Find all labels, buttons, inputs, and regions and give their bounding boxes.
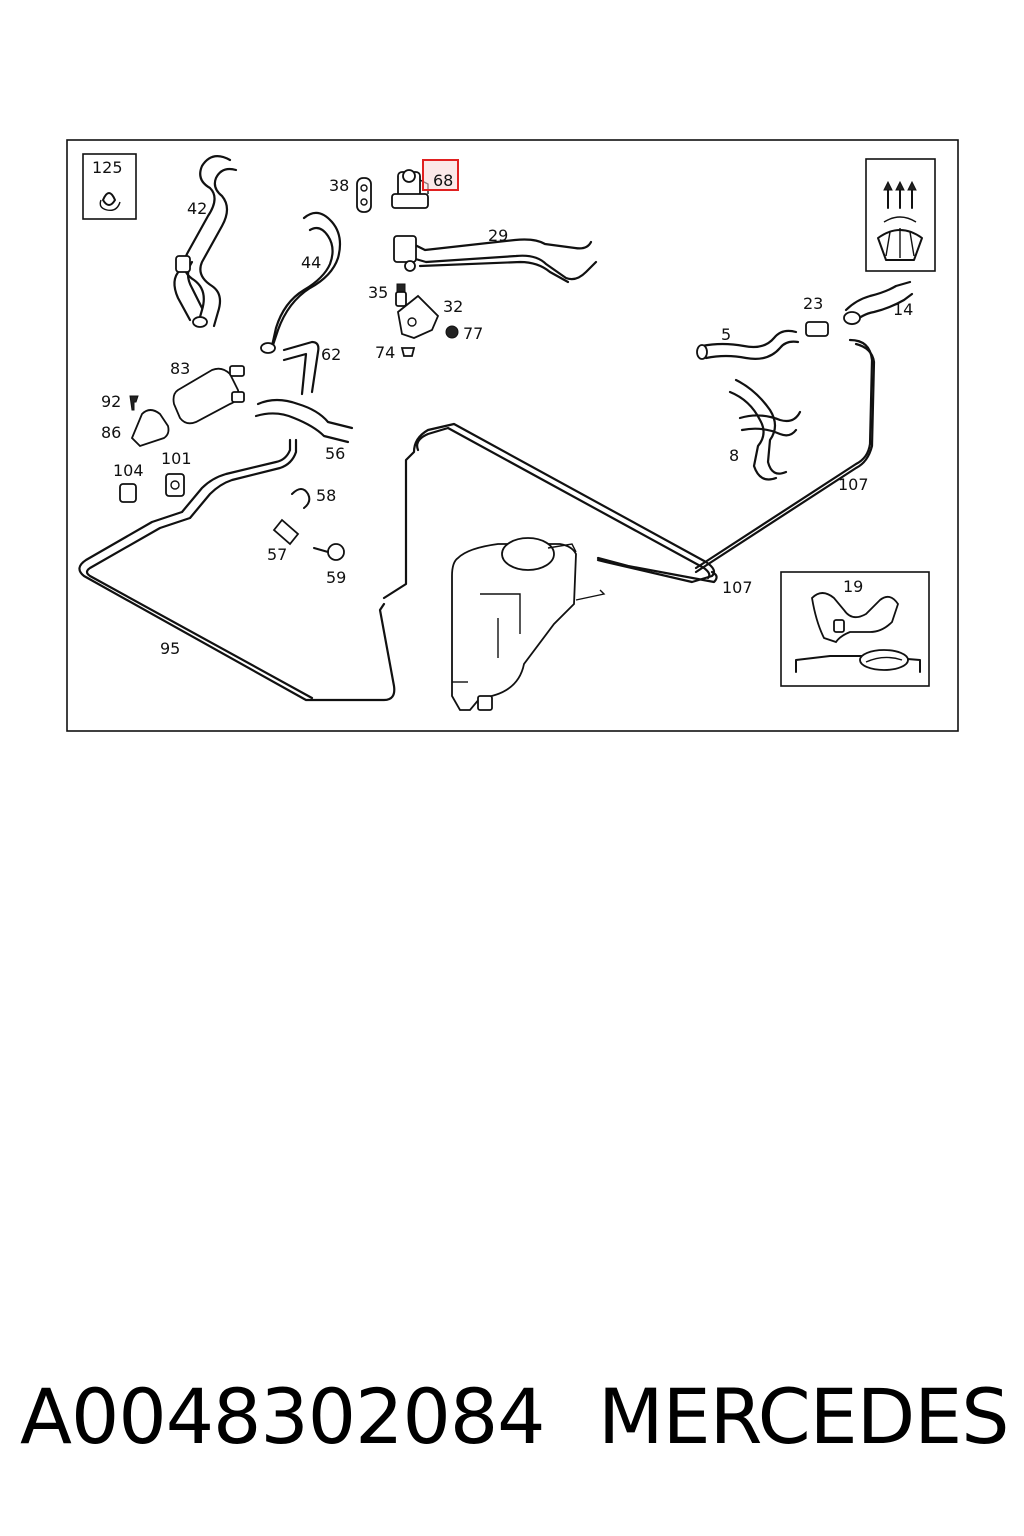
label-58: 58 (316, 486, 336, 505)
part-57-bracket: 57 (267, 518, 300, 564)
part-83-pump: 83 (170, 359, 245, 425)
label-8: 8 (729, 446, 739, 465)
highlight-68 (422, 159, 459, 191)
part-29-pipe: 29 (393, 226, 598, 284)
brand-name: MERCEDES (598, 1372, 1009, 1461)
central-line (382, 422, 716, 600)
part-62-hose: 62 (282, 340, 341, 396)
label-57: 57 (267, 545, 287, 564)
part-104-clip: 104 (113, 461, 144, 503)
label-59: 59 (326, 568, 346, 587)
part-58-clip: 58 (291, 486, 336, 509)
part-74-grommet: 74 (375, 343, 416, 362)
part-77-nut: 77 (445, 324, 483, 343)
caption: A0048302084 MERCEDES (20, 1372, 1010, 1472)
label-14: 14 (893, 300, 913, 319)
part-number: A0048302084 (20, 1372, 546, 1461)
part-42-hose: 42 (173, 155, 238, 328)
part-19-inset: 19 (780, 571, 930, 687)
label-29: 29 (488, 226, 508, 245)
part-23-connector: 23 (803, 294, 829, 337)
label-86: 86 (101, 423, 121, 442)
part-86-bracket: 86 (101, 409, 170, 448)
part-92-screw: 92 (101, 392, 139, 411)
coolant-reservoir (451, 537, 606, 711)
label-104: 104 (113, 461, 144, 480)
part-125-inset: 125 (82, 153, 137, 220)
defrost-icon-box (865, 158, 936, 272)
windshield-defrost-icon (877, 216, 923, 261)
label-19: 19 (843, 577, 863, 596)
label-62: 62 (321, 345, 341, 364)
label-42: 42 (187, 199, 207, 218)
label-125: 125 (92, 158, 123, 177)
label-5: 5 (721, 325, 731, 344)
part-56-hose: 56 (254, 398, 354, 463)
label-107-upper: 107 (838, 475, 869, 494)
label-83: 83 (170, 359, 190, 378)
label-38: 38 (329, 176, 349, 195)
part-101-clip: 101 (161, 449, 192, 497)
label-74: 74 (375, 343, 395, 362)
part-35-sensor: 35 (368, 283, 407, 307)
label-92: 92 (101, 392, 121, 411)
part-5-hose: 5 (696, 325, 800, 360)
label-95: 95 (160, 639, 180, 658)
part-14-hose: 14 (843, 280, 913, 326)
part-59-fastener: 59 (313, 543, 346, 587)
label-101: 101 (161, 449, 192, 468)
label-44: 44 (301, 253, 321, 272)
part-8-hose: 8 (728, 378, 802, 481)
label-56: 56 (325, 444, 345, 463)
label-23: 23 (803, 294, 823, 313)
part-38-gasket: 38 (329, 176, 372, 213)
label-107-lower: 107 (722, 578, 753, 597)
part-95-line: 95 (78, 438, 396, 702)
part-32-bracket: 32 (397, 294, 463, 339)
part-68-valve: 68 (391, 159, 459, 209)
label-32: 32 (443, 297, 463, 316)
part-44-hose: 44 (260, 211, 342, 354)
label-68: 68 (433, 171, 453, 190)
label-35: 35 (368, 283, 388, 302)
part-107-line: 107 107 (596, 338, 876, 597)
label-77: 77 (463, 324, 483, 343)
heater-fan-icon (883, 180, 917, 209)
